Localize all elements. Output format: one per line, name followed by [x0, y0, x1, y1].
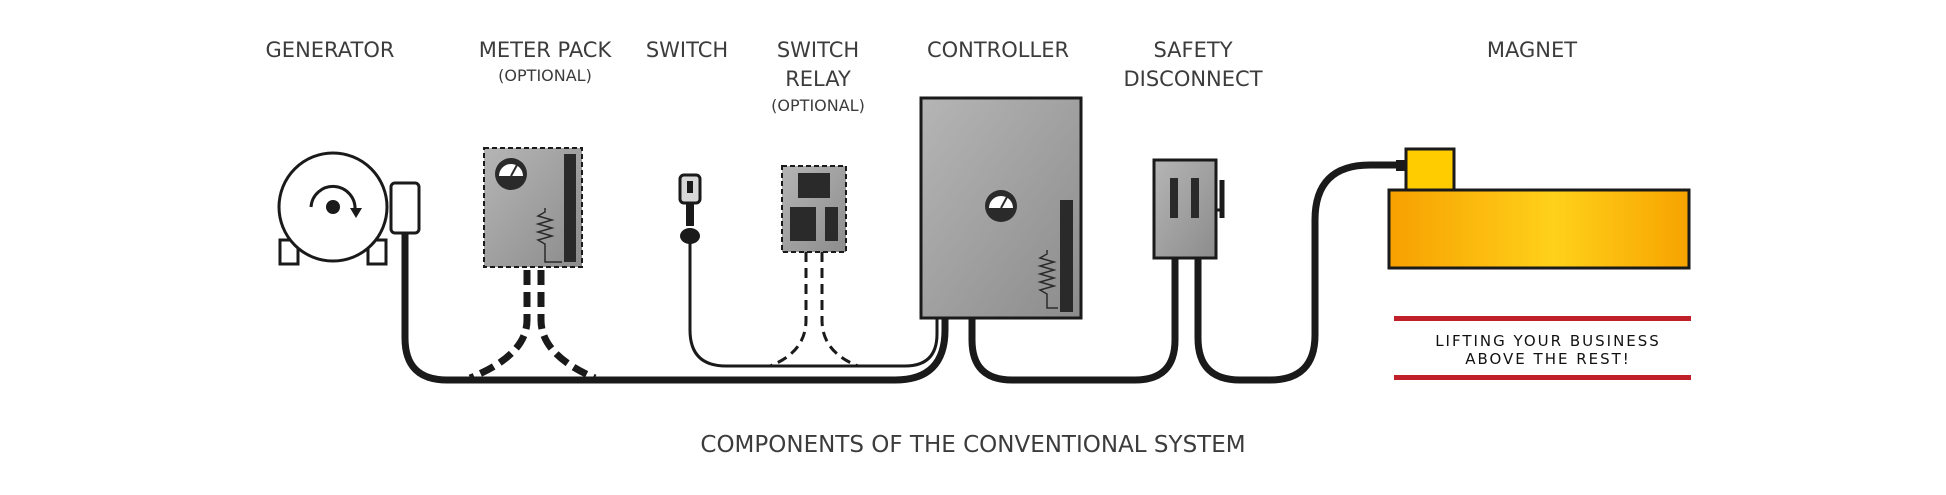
label-switch-relay-line1: SWITCH: [776, 38, 860, 62]
label-magnet: MAGNET: [1486, 38, 1578, 62]
label-switch: SWITCH: [645, 38, 729, 62]
cable-disconnect-to-magnet: [1194, 161, 1402, 384]
heater-coil-icon: [535, 208, 562, 263]
cable-controller-to-disconnect: [968, 254, 1179, 384]
diagram-caption: COMPONENTS OF THE CONVENTIONAL SYSTEM: [700, 432, 1246, 458]
slogan-bars: [1394, 316, 1691, 380]
label-switch-relay-line2: RELAY: [785, 67, 851, 91]
cable-switch-loop: [688, 240, 939, 368]
slogan-line2: ABOVE THE REST!: [1465, 350, 1631, 368]
slogan-line1: LIFTING YOUR BUSINESS: [1435, 332, 1661, 350]
controller-box: [919, 96, 1083, 320]
label-safety-line2: DISCONNECT: [1123, 67, 1263, 91]
cable-relay-leads: [769, 252, 859, 368]
toggle-switch-icon: [678, 173, 702, 244]
label-meter-pack-optional: (OPTIONAL): [498, 66, 592, 85]
relay-icon: [781, 165, 847, 253]
meter-pack-box: [483, 147, 583, 268]
label-generator: GENERATOR: [265, 38, 395, 62]
slogan: LIFTING YOUR BUSINESS ABOVE THE REST!: [1435, 332, 1661, 368]
magnet-icon: [1387, 147, 1691, 270]
label-controller: CONTROLLER: [926, 38, 1070, 62]
generator-icon: [277, 151, 421, 266]
label-switch-relay-optional: (OPTIONAL): [771, 96, 865, 115]
controller-coil-icon: [1037, 250, 1058, 309]
safety-disconnect-box: [1152, 158, 1225, 260]
controller-gauge-icon: [985, 190, 1017, 222]
rotation-arrow-icon: [309, 185, 357, 211]
label-meter-pack: METER PACK: [478, 38, 612, 62]
gauge-icon: [495, 158, 527, 190]
cable-meter-pack-leads: [468, 270, 597, 382]
cable-main-bus: [401, 226, 949, 384]
label-safety-line1: SAFETY: [1153, 38, 1233, 62]
